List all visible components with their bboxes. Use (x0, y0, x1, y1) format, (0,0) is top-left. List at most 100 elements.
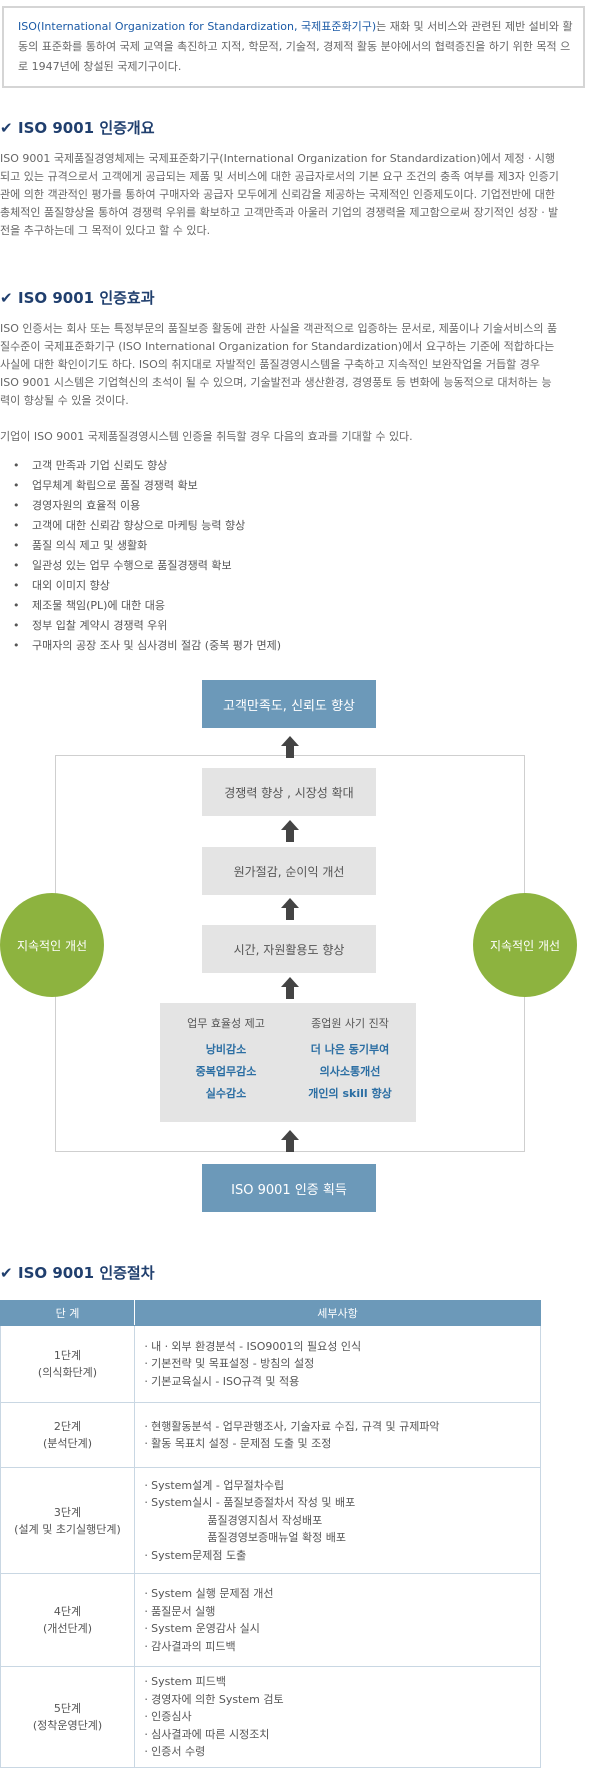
detail-line: ㆍ감사결과의 피드백 (141, 1639, 236, 1653)
list-item: • 고객에 대한 신뢰감 향상으로 마케팅 능력 향상 (0, 516, 281, 536)
procedure-table: 단 계 세부사항 1단계(의식화단계)ㆍ내ㆍ외부 환경분석 - ISO9001의… (0, 1300, 541, 1768)
bullet-icon: • (13, 639, 20, 652)
diagram-level1-box: 시간, 자원활용도 향상 (202, 925, 376, 973)
diagram-base-box (160, 1003, 416, 1122)
list-item-text: 고객 만족과 기업 신뢰도 향상 (32, 459, 168, 472)
stage-label: 3단계 (53, 1505, 82, 1519)
detail-line: ㆍ내ㆍ외부 환경분석 - ISO9001의 필요성 인식 (141, 1339, 362, 1353)
right-column-item: 더 나은 동기부여 (310, 1043, 390, 1056)
section-title-effects: ✔ ISO 9001 인증효과 (0, 287, 155, 308)
overview-title: ISO 9001 인증개요 (18, 119, 155, 137)
list-item: •정부 입찰 계약시 경쟁력 우위 (0, 616, 281, 636)
diagram-right-column: 종업원 사기 진작 더 나은 동기부여 의사소통개선 개인의 skill 향상 (290, 1013, 410, 1105)
stage-label: (설계 및 초기실행단계) (14, 1522, 121, 1536)
detail-line: ㆍ현행활동분석 - 업무관행조사, 기술자료 수집, 규격 및 규제파악 (141, 1419, 440, 1433)
list-item: • 일관성 있는 업무 수행으로 품질경쟁력 확보 (0, 556, 281, 576)
detail-line: ㆍ인증심사 (141, 1710, 192, 1724)
bullet-icon: • (13, 559, 20, 572)
stage-cell: 1단계(의식화단계) (0, 1325, 135, 1403)
right-column-item: 의사소통개선 (319, 1065, 381, 1078)
detail-line: ㆍSystem실시 - 품질보증절차서 작성 및 배포 (141, 1496, 356, 1510)
list-item: • 업무체계 확립으로 품질 경쟁력 확보 (0, 476, 281, 496)
intro-highlight: ISO(International Organization for Stand… (18, 20, 377, 33)
diagram-top-box: 고객만족도, 신뢰도 향상 (202, 680, 376, 728)
detail-line: ㆍSystem 피드백 (141, 1675, 226, 1689)
effects-list: •고객 만족과 기업 신뢰도 향상•업무체계 확립으로 품질 경쟁력 확보•경영… (0, 456, 281, 656)
up-arrow-icon (281, 820, 299, 842)
list-item: • 품질 의식 제고 및 생활화 (0, 536, 281, 556)
bullet-icon: • (13, 539, 20, 552)
stage-cell: 3단계 (설계 및 초기실행단계) (0, 1467, 135, 1574)
detail-line: ㆍ심사결과에 따른 시정조치 (141, 1727, 270, 1741)
stage-cell: 5단계 (정착운영단계) (0, 1666, 135, 1768)
left-column-item: 중복업무감소 (195, 1065, 257, 1078)
bullet-icon: • (13, 479, 20, 492)
list-item: •경영자원의 효율적 이용 (0, 496, 281, 516)
detail-line: ㆍ기본전략 및 목표설정 - 방침의 설정 (141, 1357, 315, 1371)
table-header-stage: 단 계 (0, 1300, 135, 1326)
list-item: • 구매자의 공장 조사 및 심사경비 절감 (중복 평가 면제) (0, 636, 281, 656)
stage-label: 2단계 (53, 1420, 82, 1433)
bullet-icon: • (13, 459, 20, 472)
intro-rest: 는 재화 및 서비스와 관련된 제반 설비와 활동의 표준화를 통하여 국제 교… (18, 20, 573, 73)
detail-line: ㆍSystem 운영감사 실시 (141, 1622, 260, 1635)
effects-title: ISO 9001 인증효과 (18, 289, 155, 307)
stage-label: 5단계 (53, 1702, 82, 1715)
detail-line: ㆍSystem 실행 문제점 개선 (141, 1587, 274, 1600)
intro-box: ISO(International Organization for Stand… (2, 6, 585, 88)
detail-line: ㆍSystem설계 - 업무절차수립 (141, 1478, 285, 1492)
up-arrow-icon (281, 977, 299, 999)
bullet-icon: • (13, 519, 20, 532)
detail-line: 품질경영보증매뉴얼 확정 배포 (141, 1531, 346, 1545)
diagram-bottom-box: ISO 9001 인증 획득 (202, 1164, 376, 1212)
list-item: • 제조물 책임(PL)에 대한 대응 (0, 596, 281, 616)
list-item-text: 경영자원의 효율적 이용 (32, 499, 141, 512)
stage-label: (개선단계) (42, 1622, 93, 1635)
procedure-title: ISO 9001 인증절차 (18, 1264, 155, 1282)
list-item-text: 제조물 책임(PL)에 대한 대응 (32, 599, 166, 612)
effects-paragraph: ISO 인증서는 회사 또는 특정부문의 품질보증 활동에 관한 사실을 객관적… (0, 322, 558, 407)
left-column-head: 업무 효율성 제고 (187, 1017, 265, 1030)
stage-cell: 2단계 (분석단계) (0, 1402, 135, 1468)
detail-line: ㆍ인증서 수령 (141, 1745, 206, 1759)
left-circle: 지속적인 개선 (0, 893, 104, 997)
check-icon: ✔ (0, 119, 13, 137)
details-cell: ㆍSystem설계 - 업무절차수립 ㆍSystem실시 - 품질보증절차서 작성… (134, 1467, 541, 1574)
table-header-row: 단 계 세부사항 (0, 1300, 541, 1326)
up-arrow-icon (281, 736, 299, 758)
stage-cell: 4단계(개선단계) (0, 1573, 135, 1667)
stage-label: (정착운영단계) (32, 1719, 103, 1732)
left-column-item: 낭비감소 (205, 1043, 247, 1056)
table-header-details: 세부사항 (134, 1300, 541, 1326)
table-row: 4단계(개선단계) ㆍSystem 실행 문제점 개선 ㆍ품질문서 실행 ㆍSyste… (0, 1573, 541, 1667)
right-circle: 지속적인 개선 (473, 893, 577, 997)
list-item-text: 구매자의 공장 조사 및 심사경비 절감 (중복 평가 면제) (32, 639, 282, 652)
right-column-head: 종업원 사기 진작 (311, 1017, 389, 1030)
detail-line: ㆍ경영자에 의한 System 검토 (141, 1692, 284, 1706)
list-item: •대외 이미지 향상 (0, 576, 281, 596)
detail-line: ㆍSystem문제점 도출 (141, 1548, 247, 1562)
bullet-icon: • (13, 619, 20, 632)
detail-line: ㆍ품질문서 실행 (141, 1604, 216, 1618)
list-item-text: 일관성 있는 업무 수행으로 품질경쟁력 확보 (32, 559, 232, 572)
diagram-left-column: 업무 효율성 제고 낭비감소 중복업무감소 실수감소 (168, 1013, 284, 1105)
bullet-icon: • (13, 599, 20, 612)
detail-line: 품질경영지침서 작성배포 (141, 1513, 323, 1527)
details-cell: ㆍ내ㆍ외부 환경분석 - ISO9001의 필요성 인식 ㆍ기본전략 및 목표설정… (134, 1325, 541, 1403)
right-column-item: 개인의 skill 향상 (308, 1087, 392, 1100)
table-row: 2단계 (분석단계) ㆍ현행활동분석 - 업무관행조사, 기술자료 수집, 규격 및… (0, 1402, 541, 1468)
section-title-procedure: ✔ISO 9001 인증절차 (0, 1262, 155, 1283)
stage-label: (분석단계) (42, 1437, 93, 1450)
check-icon: ✔ (0, 289, 13, 307)
list-item-text: 고객에 대한 신뢰감 향상으로 마케팅 능력 향상 (32, 519, 246, 532)
left-column-item: 실수감소 (205, 1087, 247, 1100)
stage-label: 1단계 (53, 1349, 82, 1362)
list-item-text: 업무체계 확립으로 품질 경쟁력 확보 (32, 479, 198, 492)
list-item-text: 품질 의식 제고 및 생활화 (32, 539, 148, 552)
diagram-level3-box: 경쟁력 향상 , 시장성 확대 (202, 768, 376, 816)
up-arrow-icon (281, 1130, 299, 1152)
table-row: 1단계(의식화단계) ㆍ내ㆍ외부 환경분석 - ISO9001의 필요성 인식 ㆍ기… (0, 1325, 541, 1403)
bullet-icon: • (13, 579, 20, 592)
